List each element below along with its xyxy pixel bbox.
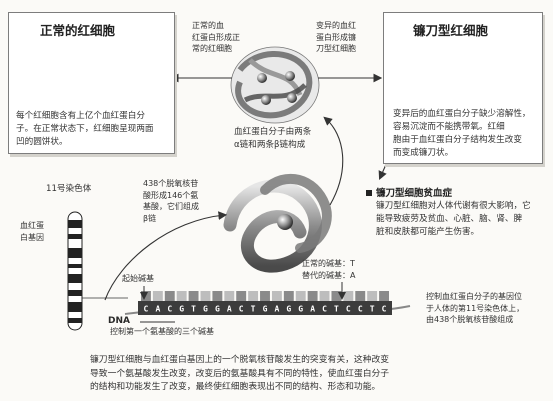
disease-title: 镰刀型细胞贫血症	[376, 188, 453, 199]
dna-base-letter: G	[179, 305, 184, 314]
dna-base-letter: T	[334, 305, 339, 314]
dna-base-letter: C	[144, 305, 149, 314]
dna-label: DNA	[108, 316, 130, 326]
chromosome-label: 11号染色体	[46, 184, 92, 194]
arrow-gene-to-chain	[104, 211, 228, 301]
dna-base-letter: G	[215, 305, 220, 314]
dna-base-letter: C	[239, 305, 244, 314]
bottom-caption: 镰刀型红细胞与血红蛋白基因上的一个脱氧核苷酸发生的突变有关，这种改变 导致一个氨…	[90, 355, 390, 392]
to-sickle-label: 变异的血红 蛋白形成镰 刀型红细胞	[316, 21, 356, 53]
dna-base-letter: G	[263, 305, 268, 314]
dna-base-letter: T	[191, 305, 196, 314]
dna-base-letter: A	[155, 305, 160, 314]
to-normal-label: 正常的血 红蛋白形成正 常的红细胞	[192, 21, 240, 53]
heme-group	[277, 214, 293, 230]
dna-base-tooth	[283, 291, 294, 301]
start-base-label: 起始碱基	[122, 274, 154, 283]
dna-base-letter: G	[286, 305, 291, 314]
dna-base-letter: C	[382, 305, 387, 314]
beta-chain-model	[223, 173, 332, 273]
sickle-rbc-title: 镰刀型红细胞	[413, 23, 489, 38]
dna-base-tooth	[331, 291, 342, 301]
dna-base-letter: A	[310, 305, 315, 314]
codon-label: 控制第一个氨基酸的三个碱基	[110, 327, 214, 336]
mutation-label: 正常的碱基：T 替代的碱基：A	[302, 259, 356, 280]
dna-base-letter: C	[322, 305, 327, 314]
dna-base-tooth	[379, 291, 389, 301]
hemoglobin-molecule	[230, 46, 320, 124]
dna-base-letter: C	[346, 305, 351, 314]
sickle-rbc-description: 变异后的血红蛋白分子缺少溶解性， 容易沉淀而不能携带氧。红细 胞由于血红蛋白分子…	[393, 109, 531, 158]
dna-base-letter: C	[358, 305, 363, 314]
dna-base-letter: A	[274, 305, 279, 314]
dna-base-tooth	[141, 291, 151, 301]
disease-bullet	[366, 190, 372, 196]
dna-base-tooth	[212, 291, 223, 301]
beta-chain-label: 438个脱氧核苷 酸形成146个氨 基酸，它们组成 β链	[143, 179, 199, 223]
disease-description: 镰刀型红细胞对人体代谢有很大影响，它 能导致疲劳及贫血、心脏、脑、肾、脾 脏和皮…	[376, 201, 531, 237]
dna-base-letter: G	[298, 305, 303, 314]
dna-base-tooth	[295, 291, 306, 301]
dna-base-tooth	[236, 291, 247, 301]
dna-base-tooth	[188, 291, 199, 301]
dna-base-letter: C	[167, 305, 172, 314]
normal-rbc-title: 正常的红细胞	[40, 23, 116, 38]
dna-base-tooth	[271, 291, 282, 301]
dna-base-letter: A	[227, 305, 232, 314]
dna-base-tooth	[152, 291, 163, 301]
dna-base-tooth	[367, 291, 378, 301]
sickle-rbc-panel	[383, 12, 543, 164]
dna-base-tooth	[319, 291, 330, 301]
dna-base-letter: T	[251, 305, 256, 314]
dna-base-tooth	[355, 291, 366, 301]
dna-base-letter: G	[203, 305, 208, 314]
dna-base-tooth	[248, 291, 259, 301]
gene-location-label: 控制血红蛋白分子的基因位 于人体的第11号染色体上， 由438个脱氧核苷酸组成	[426, 292, 525, 324]
dna-base-tooth	[200, 291, 211, 301]
hemoglobin-caption: 血红蛋白分子由两条 α链和两条β链构成	[234, 127, 312, 150]
dna-base-tooth	[224, 291, 235, 301]
chromosome-11	[67, 211, 128, 331]
dna-base-tooth	[176, 291, 187, 301]
dna-base-tooth	[164, 291, 175, 301]
dna-base-tooth	[343, 291, 354, 301]
dna-base-letter: T	[370, 305, 375, 314]
normal-rbc-panel	[8, 12, 175, 154]
dna-base-tooth	[307, 291, 318, 301]
gene-label: 血红蛋 白基因	[20, 221, 44, 242]
arrow-to-hemoglobin	[323, 116, 344, 206]
normal-rbc-description: 每个红细胞含有上亿个血红蛋白分 子。在正常状态下，红细胞呈现两面 凹的圆饼状。	[16, 111, 154, 147]
dna-base-tooth	[260, 291, 270, 301]
dna-strand	[124, 301, 411, 315]
